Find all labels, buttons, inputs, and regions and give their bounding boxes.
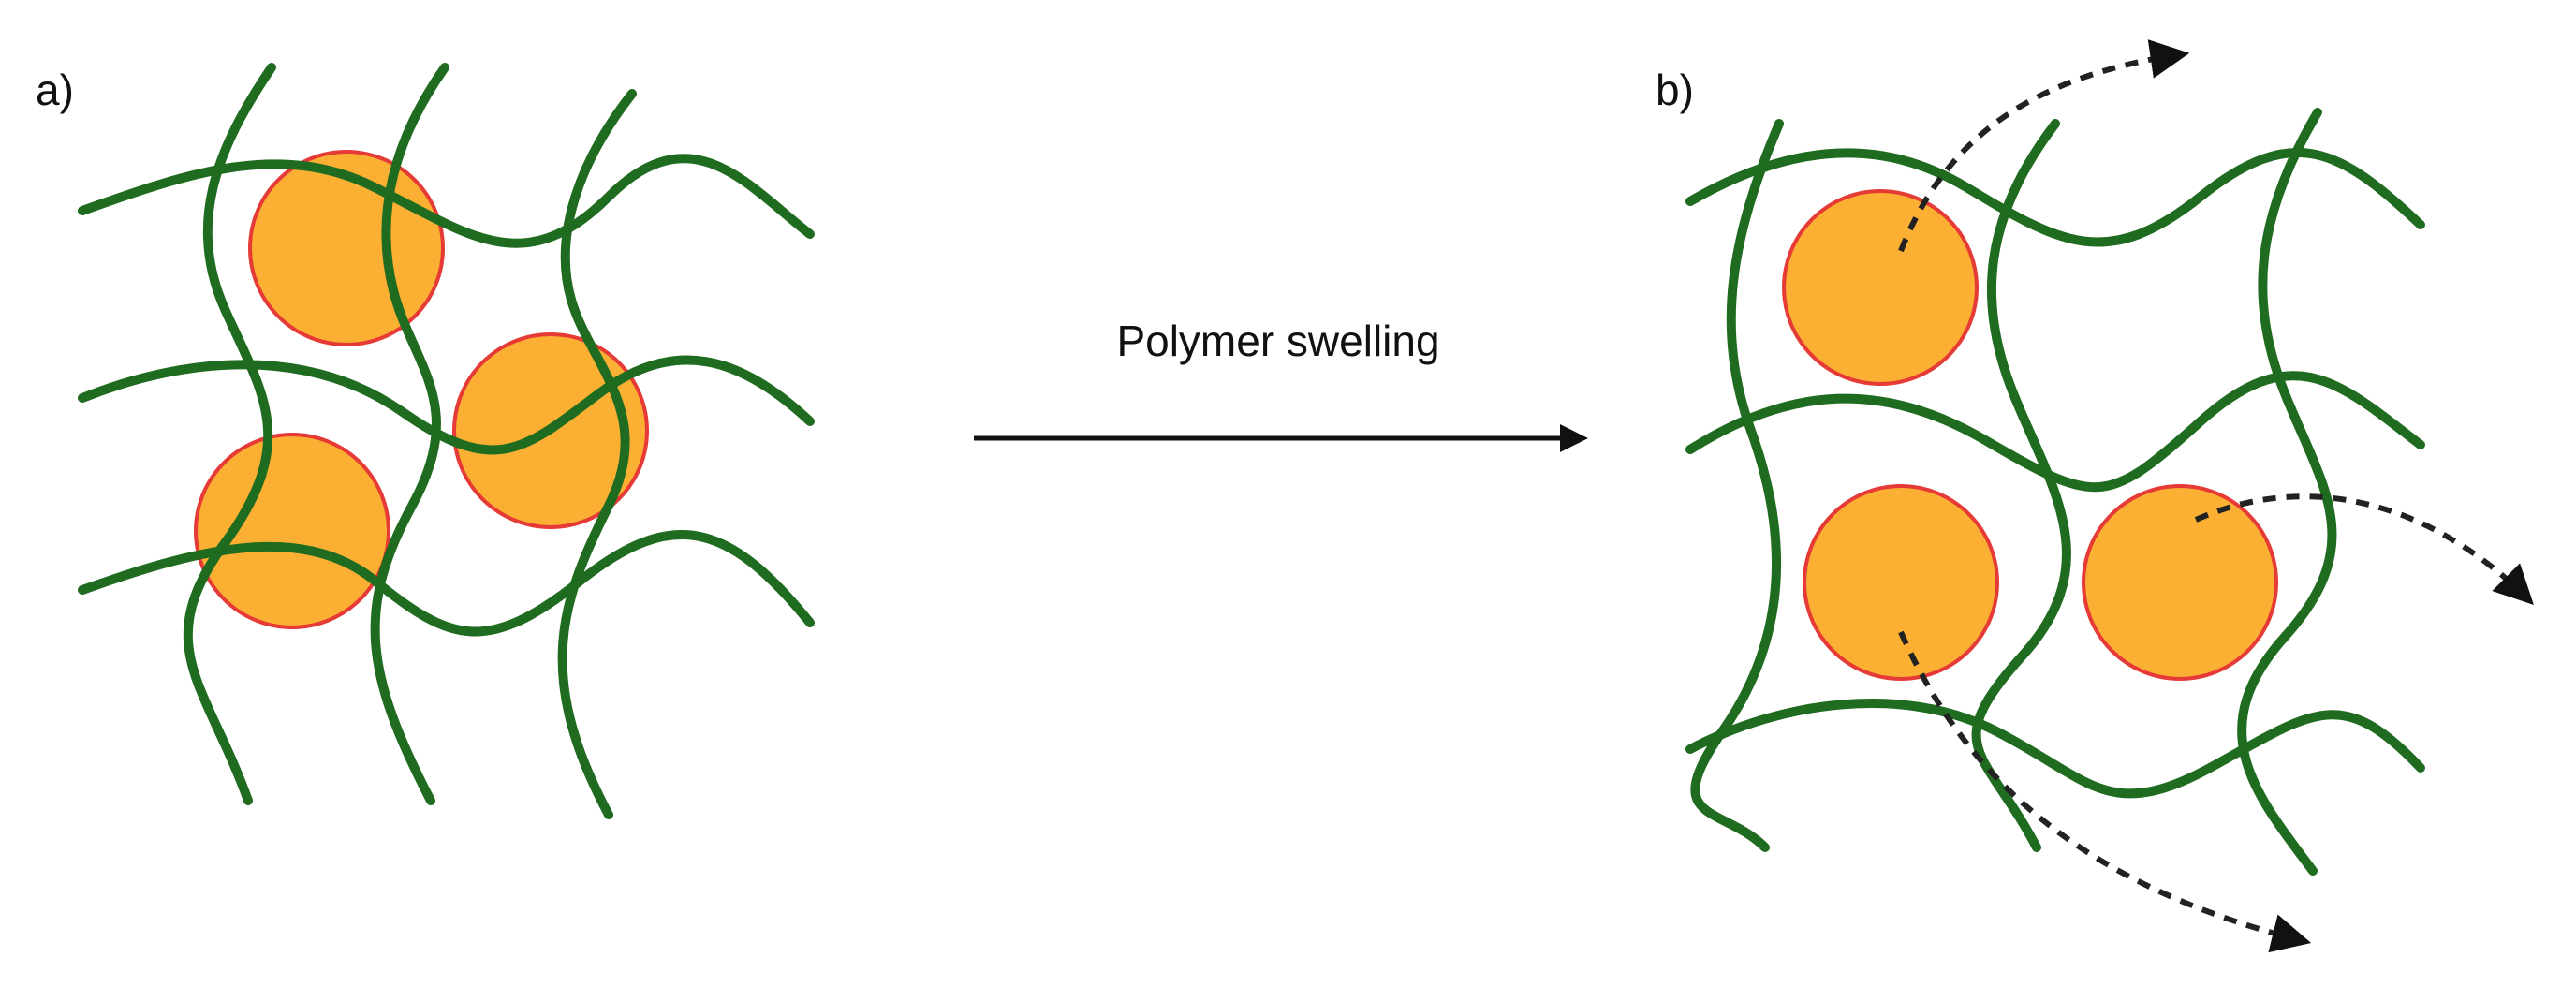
polymer-chain [557,89,637,819]
panel-b: b) [1656,39,2534,953]
polymer-chain [1685,148,2425,247]
release-path-arrow [2194,494,2534,605]
panel-b-label: b) [1656,66,1694,114]
panel-b-polymer-network [1685,108,2425,876]
particle [2082,484,2278,681]
polymer-chain [1971,119,2071,852]
panel-b-particles [1782,189,2278,681]
particle [1782,189,1979,386]
panel-a: a) [36,63,815,819]
panel-b-release-paths [1898,39,2534,953]
particle [248,150,445,346]
particle [194,433,390,629]
panel-a-label: a) [36,66,74,114]
polymer-chain [2237,108,2337,876]
polymer-chain [1685,699,2425,799]
polymer-chain [1690,119,1784,852]
release-path-arrow [1898,39,2190,253]
polymer-chain [78,154,815,248]
process-arrow: Polymer swelling [974,317,1588,452]
particle [1803,484,1999,681]
polymer-chain [1685,371,2425,493]
release-path-arrow [1898,630,2312,953]
polymer-chain [183,63,276,805]
process-arrow-label: Polymer swelling [1116,317,1439,365]
polymer-chain [78,355,815,455]
polymer-chain [78,530,815,637]
panel-a-polymer-network [78,63,815,819]
polymer-chain [370,63,449,805]
